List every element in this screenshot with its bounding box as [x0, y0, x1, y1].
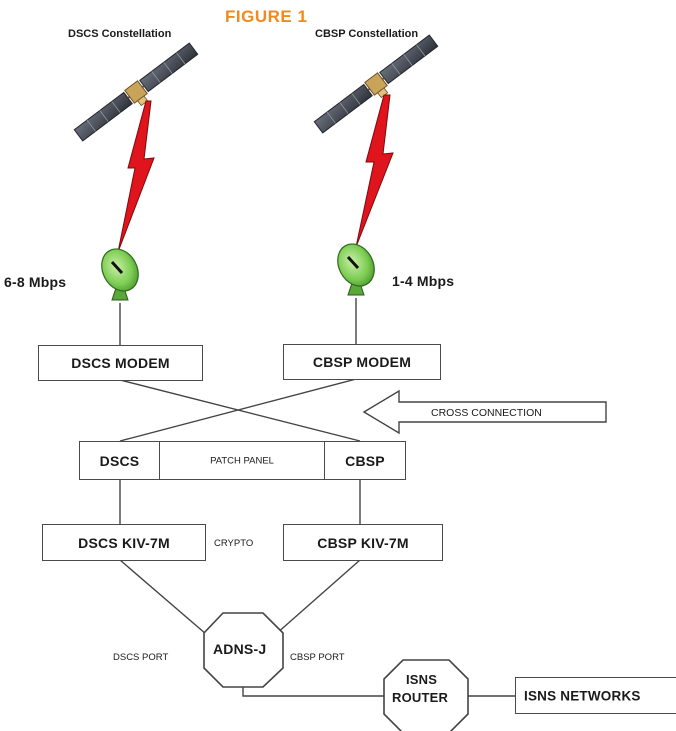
dscs-satellite-icon — [73, 42, 199, 142]
cbsp-constellation-label: CBSP Constellation — [315, 28, 419, 40]
isns-networks-box: ISNS NETWORKS — [515, 677, 676, 714]
cbsp-downlink-lightning-icon — [355, 94, 394, 248]
patch-panel-dscs-cell: DSCS — [80, 442, 159, 479]
dscs-constellation-label: DSCS Constellation — [68, 28, 172, 40]
patch-panel-cbsp-cell: CBSP — [325, 442, 405, 479]
dscs-kiv7m-label: DSCS KIV-7M — [78, 534, 170, 551]
connection-lines — [119, 298, 515, 697]
patch-panel-dscs-label: DSCS — [99, 452, 140, 469]
cbsp-kiv7m-box: CBSP KIV-7M — [283, 524, 443, 561]
patch-panel-label: PATCH PANEL — [210, 455, 274, 466]
isns-router-octagon — [383, 659, 469, 731]
cbsp-modem-label: CBSP MODEM — [312, 354, 412, 370]
cbsp-modem-box: CBSP MODEM — [283, 344, 441, 380]
dscs-modem-box: DSCS MODEM — [38, 345, 203, 381]
isns-router-label-line1: ISNS — [406, 672, 438, 687]
cbsp-satellite-icon — [313, 34, 439, 134]
cbsp-port-label: CBSP PORT — [290, 652, 345, 663]
dscs-modem-label: DSCS MODEM — [71, 355, 170, 371]
isns-networks-label: ISNS NETWORKS — [524, 688, 641, 703]
figure-title: FIGURE 1 — [225, 7, 308, 26]
adns-j-label: ADNS-J — [213, 641, 267, 657]
adns-j-octagon — [203, 612, 284, 688]
crypto-label: CRYPTO — [214, 538, 254, 549]
patch-panel-cbsp-label: CBSP — [345, 452, 385, 469]
dscs-kiv7m-box: DSCS KIV-7M — [42, 524, 206, 561]
dscs-dish-icon — [101, 248, 139, 301]
patch-panel-divider-left — [159, 442, 160, 479]
patch-panel-center-cell: PATCH PANEL — [160, 442, 324, 479]
dscs-port-label: DSCS PORT — [113, 652, 169, 663]
cross-connection-arrow-icon — [362, 389, 607, 435]
cbsp-kiv7m-label: CBSP KIV-7M — [317, 534, 409, 551]
isns-router-label-line2: ROUTER — [392, 690, 449, 705]
patch-panel-box: DSCS PATCH PANEL CBSP — [79, 441, 406, 480]
dscs-downlink-lightning-icon — [117, 100, 155, 253]
cbsp-data-rate: 1-4 Mbps — [392, 273, 455, 289]
cbsp-dish-icon — [337, 243, 375, 296]
dscs-data-rate: 6-8 Mbps — [4, 274, 67, 290]
cross-connection-label: CROSS CONNECTION — [431, 407, 542, 419]
patch-panel-divider-right — [324, 442, 325, 479]
